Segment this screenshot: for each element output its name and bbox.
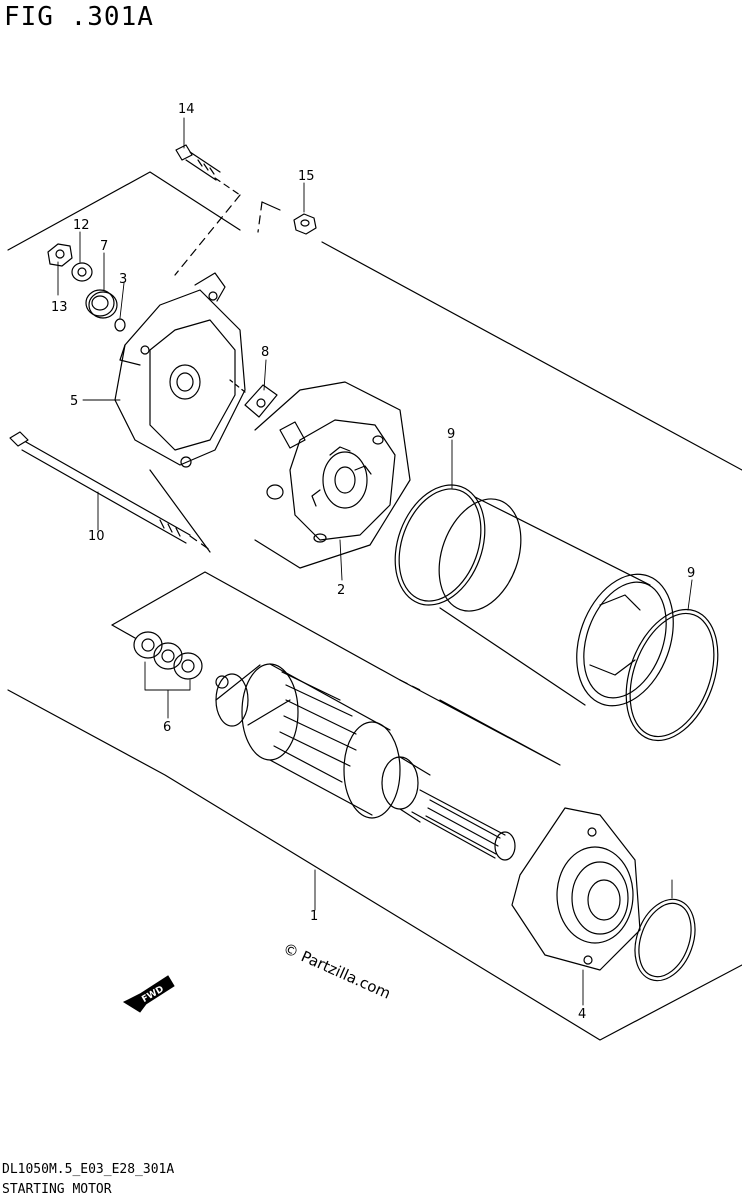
callout-10: 10 [88, 529, 105, 544]
figure-name: STARTING MOTOR [2, 1182, 112, 1197]
callout-14: 14 [178, 102, 195, 117]
nut-15[interactable] [293, 213, 317, 235]
watermark: © Partzilla.com [280, 939, 393, 1003]
callout-7: 7 [100, 239, 108, 254]
callout-3: 3 [119, 272, 127, 287]
o-ring-3[interactable] [114, 318, 126, 332]
washer-set-6[interactable] [133, 631, 203, 680]
brush-holder-bracket [254, 381, 411, 569]
callout-15: 15 [298, 169, 315, 184]
callout-2: 2 [337, 583, 345, 598]
through-bolt-10[interactable] [9, 431, 211, 553]
armature-1[interactable] [215, 663, 516, 861]
o-ring-9-lower[interactable] [609, 597, 734, 754]
nut-13[interactable] [47, 243, 73, 267]
callout-6: 6 [163, 720, 171, 735]
callout-labels: 14 15 12 7 3 13 5 8 9 10 2 9 6 1 4 [51, 102, 695, 1022]
callout-9-upper: 9 [447, 427, 455, 442]
bolt-14[interactable] [174, 144, 241, 276]
oil-seal-7[interactable] [85, 289, 118, 319]
o-ring-near-housing[interactable] [624, 891, 705, 989]
callout-12: 12 [73, 218, 90, 233]
o-ring-9-upper[interactable] [379, 472, 500, 617]
armature-bracket [111, 571, 561, 766]
figure-title: FIG .301A [4, 2, 154, 32]
assembly-outline [7, 171, 742, 1041]
housing-4[interactable] [511, 807, 641, 971]
brush-holder-2[interactable] [266, 419, 396, 543]
forward-arrow-icon: FWD [122, 975, 175, 1013]
callout-9-lower: 9 [687, 566, 695, 581]
figure-code: DL1050M.5_E03_E28_301A [2, 1162, 175, 1177]
washer-12[interactable] [71, 262, 93, 282]
leader-lines [57, 117, 693, 1006]
callout-4: 4 [578, 1007, 586, 1022]
callout-8: 8 [261, 345, 269, 360]
callout-5: 5 [70, 394, 78, 409]
callout-13: 13 [51, 300, 68, 315]
callout-1: 1 [310, 909, 318, 924]
end-cover-5[interactable] [114, 272, 246, 468]
washer-8[interactable] [229, 379, 278, 418]
yoke-housing[interactable] [424, 488, 690, 720]
